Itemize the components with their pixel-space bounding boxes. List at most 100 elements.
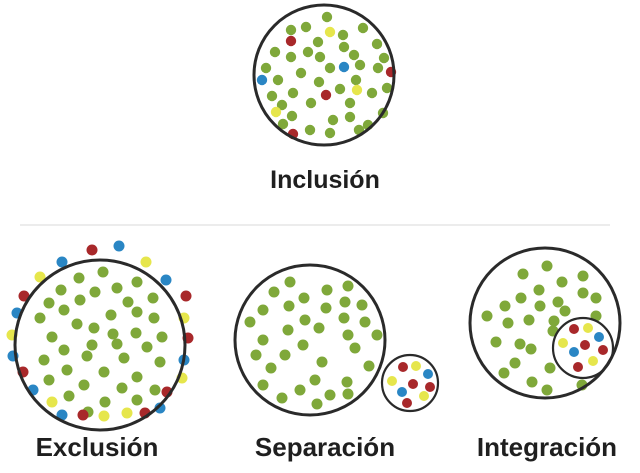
green-dot	[287, 87, 299, 99]
green-dot	[559, 305, 571, 317]
green-dot	[43, 374, 55, 386]
green-dot	[269, 46, 281, 58]
green-dot	[99, 396, 111, 408]
green-dot	[342, 280, 354, 292]
green-dot	[341, 376, 353, 388]
yellow-dot	[411, 361, 421, 371]
red-dot	[425, 382, 435, 392]
blue-dot	[397, 387, 407, 397]
green-dot	[257, 304, 269, 316]
green-dot	[556, 276, 568, 288]
green-dot	[337, 29, 349, 41]
green-dot	[311, 398, 323, 410]
green-dot	[344, 111, 356, 123]
yellow-dot	[121, 407, 133, 419]
green-dot	[359, 316, 371, 328]
integration-panel	[468, 246, 622, 400]
green-dot	[321, 284, 333, 296]
green-dot	[285, 24, 297, 36]
red-dot	[598, 345, 608, 355]
green-dot	[309, 374, 321, 386]
green-dot	[272, 74, 284, 86]
green-dot	[541, 260, 553, 272]
green-dot	[257, 379, 269, 391]
green-dot	[324, 389, 336, 401]
inclusion-label: Inclusión	[270, 166, 380, 194]
green-dot	[302, 46, 314, 58]
separation-panel	[233, 263, 440, 417]
green-dot	[357, 22, 369, 34]
green-dot	[284, 276, 296, 288]
green-dot	[98, 366, 110, 378]
green-dot	[131, 371, 143, 383]
blue-dot	[423, 369, 433, 379]
red-dot	[18, 290, 30, 302]
green-dot	[156, 331, 168, 343]
green-dot	[265, 362, 277, 374]
green-dot	[533, 284, 545, 296]
blue-dot	[160, 274, 172, 286]
green-dot	[73, 272, 85, 284]
red-dot	[285, 35, 297, 47]
green-dot	[88, 322, 100, 334]
green-dot	[276, 99, 288, 111]
green-dot	[58, 304, 70, 316]
section-divider	[20, 224, 610, 226]
green-dot	[305, 97, 317, 109]
green-dot	[131, 276, 143, 288]
green-dot	[552, 296, 564, 308]
green-dot	[46, 331, 58, 343]
green-dot	[277, 118, 289, 130]
green-dot	[260, 62, 272, 74]
inclusion-panel	[252, 3, 397, 147]
yellow-dot	[140, 256, 152, 268]
green-dot	[334, 83, 346, 95]
green-dot	[97, 266, 109, 278]
green-dot	[324, 62, 336, 74]
red-dot	[569, 324, 579, 334]
green-dot	[577, 287, 589, 299]
blue-dot	[569, 347, 579, 357]
green-dot	[86, 339, 98, 351]
green-dot	[131, 394, 143, 406]
green-dot	[63, 390, 75, 402]
green-dot	[300, 21, 312, 33]
green-dot	[371, 329, 383, 341]
green-dot	[149, 384, 161, 396]
green-dot	[321, 11, 333, 23]
green-dot	[338, 41, 350, 53]
green-dot	[314, 51, 326, 63]
green-dot	[490, 336, 502, 348]
green-dot	[89, 286, 101, 298]
green-dot	[502, 317, 514, 329]
green-dot	[327, 114, 339, 126]
green-dot	[348, 49, 360, 61]
green-dot	[111, 282, 123, 294]
red-dot	[320, 89, 332, 101]
green-dot	[481, 310, 493, 322]
green-dot	[324, 127, 336, 139]
green-dot	[141, 341, 153, 353]
green-dot	[313, 76, 325, 88]
green-dot	[525, 343, 537, 355]
green-dot	[344, 97, 356, 109]
green-dot	[534, 300, 546, 312]
red-dot	[573, 362, 583, 372]
blue-dot	[113, 240, 125, 252]
green-dot	[517, 268, 529, 280]
green-dot	[544, 362, 556, 374]
green-dot	[590, 292, 602, 304]
blue-dot	[338, 61, 350, 73]
yellow-dot	[324, 26, 336, 38]
green-dot	[509, 357, 521, 369]
red-dot	[86, 244, 98, 256]
yellow-dot	[387, 376, 397, 386]
green-dot	[342, 388, 354, 400]
green-dot	[304, 124, 316, 136]
green-dot	[381, 82, 393, 94]
separation-minority-circle	[380, 353, 440, 413]
green-dot	[371, 38, 383, 50]
integration-minority-circle	[551, 316, 615, 380]
yellow-dot	[351, 84, 363, 96]
